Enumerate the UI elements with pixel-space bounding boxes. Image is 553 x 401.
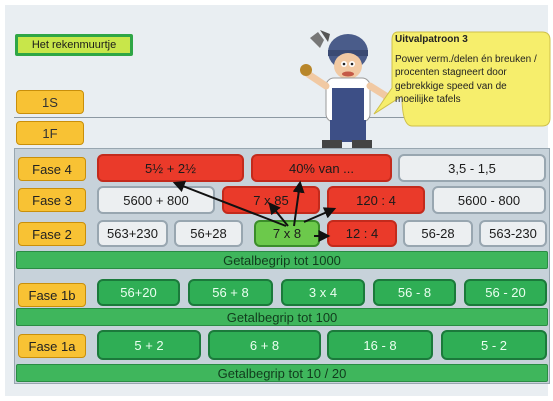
fase-4-label: Fase 4 (18, 157, 86, 181)
worker-illustration (300, 30, 393, 148)
bubble-body: Power verm./delen én breuken / procenten… (395, 53, 537, 106)
title-chip: Het rekenmuurtje (15, 34, 133, 56)
fase-2-cell: 12 : 4 (327, 220, 397, 247)
fase-1b-cell: 56 - 8 (373, 279, 456, 306)
fase-1a-cell: 6 + 8 (208, 330, 321, 360)
fase-1b-cell: 56+20 (97, 279, 180, 306)
fase-3-cell: 120 : 4 (327, 186, 425, 214)
fase-2-label: Fase 2 (18, 222, 86, 246)
fase-4-cell: 5½ + 2½ (97, 154, 244, 182)
speech-bubble (373, 31, 551, 127)
fase-1b-cell: 3 x 4 (281, 279, 365, 306)
fase-2-cell: 563-230 (479, 220, 547, 247)
fase-2-cell: 7 x 8 (254, 220, 320, 247)
fase-2-cell: 56+28 (174, 220, 243, 247)
fase-1b-label: Fase 1b (18, 283, 86, 307)
fase-3-cell: 5600 + 800 (97, 186, 215, 214)
fase-1a-cell: 16 - 8 (327, 330, 433, 360)
fase-1a-cell: 5 - 2 (441, 330, 547, 360)
fase-3-cell: 5600 - 800 (432, 186, 546, 214)
fase-4-cell: 40% van ... (251, 154, 392, 182)
divider-line (14, 117, 550, 118)
level-label-1f: 1F (16, 121, 84, 145)
fase-1b-cell: 56 + 8 (188, 279, 273, 306)
fase-2-cell: 56-28 (403, 220, 473, 247)
fase-3-cell: 7 x 85 (222, 186, 320, 214)
band-getalbegrip-1000: Getalbegrip tot 1000 (16, 251, 548, 269)
fase-4-cell: 3,5 - 1,5 (398, 154, 546, 182)
bubble-title: Uitvalpatroon 3 (395, 34, 468, 45)
band-getalbegrip-100: Getalbegrip tot 100 (16, 308, 548, 326)
fase-1a-label: Fase 1a (18, 334, 86, 358)
bubble-text: Uitvalpatroon 3 Power verm./delen én bre… (395, 33, 545, 107)
fase-2-cell: 563+230 (97, 220, 168, 247)
band-getalbegrip-10-20: Getalbegrip tot 10 / 20 (16, 364, 548, 382)
fase-1a-cell: 5 + 2 (97, 330, 201, 360)
fase-3-label: Fase 3 (18, 188, 86, 212)
level-label-1s: 1S (16, 90, 84, 114)
fase-1b-cell: 56 - 20 (464, 279, 547, 306)
